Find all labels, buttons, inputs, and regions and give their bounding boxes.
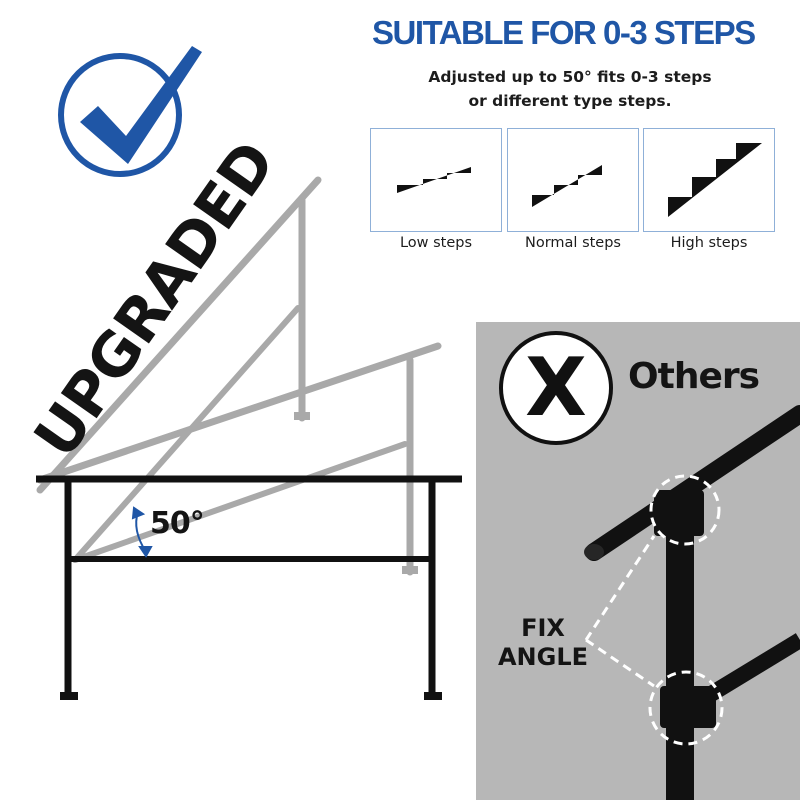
fix-angle-label-line1: FIX [521, 614, 565, 642]
fix-angle-label-line2: ANGLE [497, 643, 589, 671]
fixed-angle-railing-illustration [584, 405, 800, 800]
step-label-low: Low steps [399, 235, 473, 251]
normal-steps-icon [507, 128, 639, 232]
angle-arrow-icon [131, 506, 153, 558]
step-label-normal: Normal steps [525, 235, 621, 251]
low-steps-icon [370, 128, 502, 232]
subtitle-line-1: Adjusted up to 50° fits 0-3 steps [428, 68, 712, 86]
checkmark-circle-icon [58, 46, 202, 177]
page-title: SUITABLE FOR 0-3 STEPS [372, 14, 756, 51]
others-label: Others [628, 356, 760, 397]
level-railing [36, 475, 462, 694]
x-circle-icon: X [499, 331, 613, 445]
subtitle-line-2: or different type steps. [468, 92, 672, 110]
high-steps-icon [643, 128, 775, 232]
ghost-railing-positions [36, 176, 442, 576]
adjustable-railing-illustration [36, 176, 462, 700]
svg-text:X: X [525, 341, 587, 434]
step-label-high: High steps [670, 235, 748, 251]
angle-label: 50° [150, 506, 205, 541]
